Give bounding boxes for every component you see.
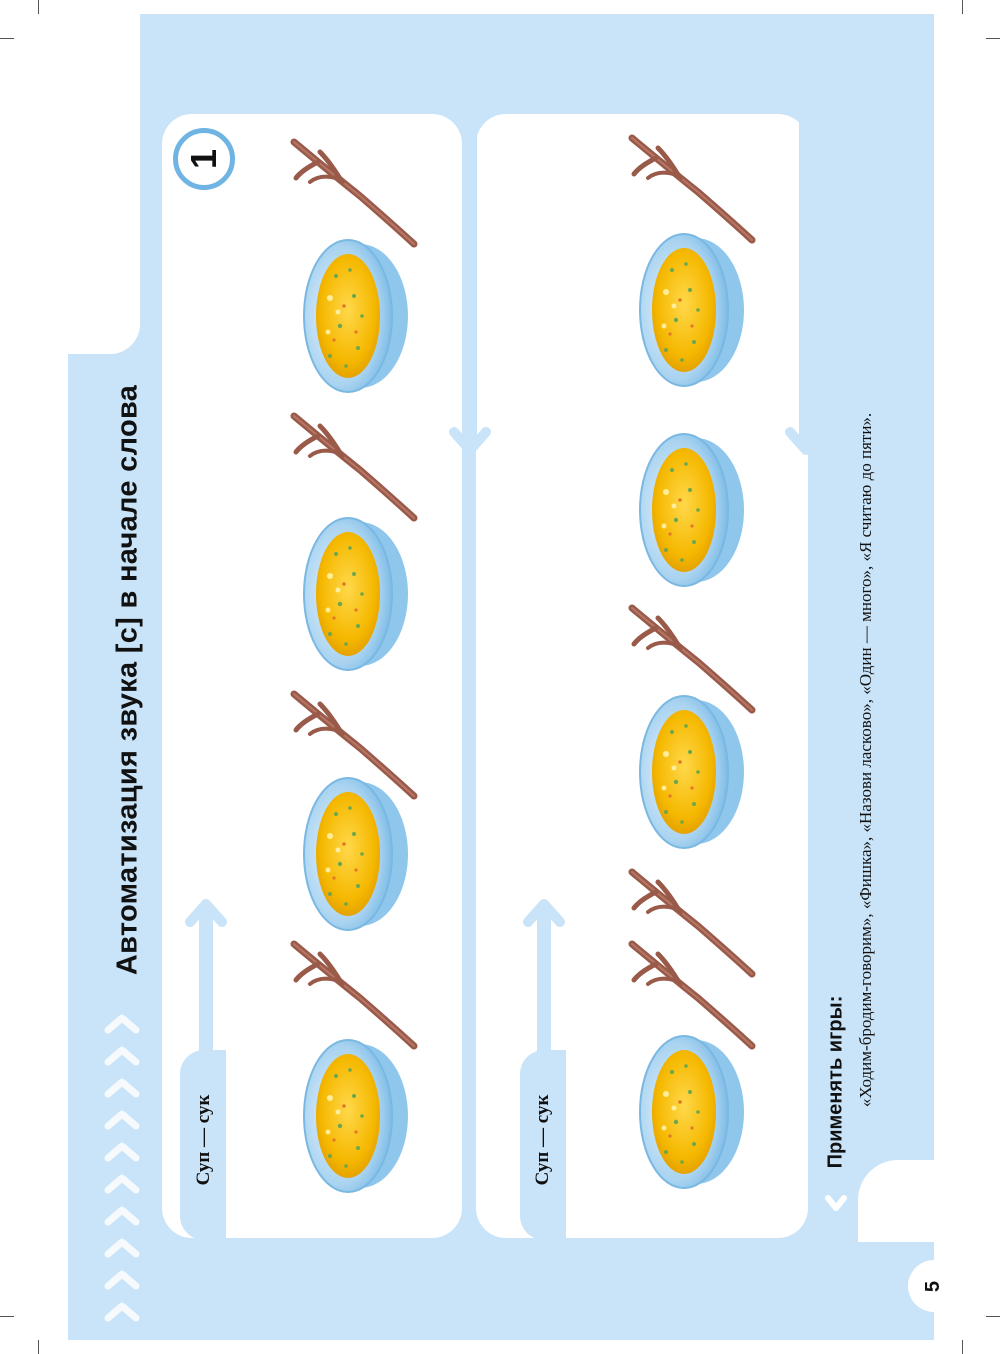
chevron-up-icon (104, 1174, 140, 1194)
arrow-down-icon (785, 114, 827, 455)
arrow-up-icon (523, 899, 565, 1056)
twig-icon (290, 132, 420, 250)
chevron-up-icon (104, 1046, 140, 1066)
crop-mark (0, 38, 14, 39)
chevron-up-icon (104, 1238, 140, 1258)
soup-bowl-icon (639, 233, 745, 387)
crop-mark (986, 1316, 1000, 1317)
exercise-number-badge: 1 (173, 128, 235, 190)
chevron-up-icon (104, 1142, 140, 1162)
soup-bowl-icon (639, 695, 745, 849)
twig-icon (628, 128, 758, 246)
chevron-up-icon (104, 1302, 140, 1322)
page-corner-notch (68, 14, 140, 354)
page-corner (858, 1160, 934, 1242)
chevron-column (104, 1014, 140, 1322)
crop-mark (986, 38, 1000, 39)
soup-bowl-icon (639, 1035, 745, 1189)
chevron-up-icon (104, 1270, 140, 1290)
soup-bowl-icon (303, 517, 409, 671)
soup-bowl-icon (303, 239, 409, 393)
crop-mark (962, 1340, 963, 1354)
row-label-tab (520, 1050, 566, 1240)
chevron-up-icon (104, 1110, 140, 1130)
chevron-up-icon (104, 1206, 140, 1226)
arrow-down-icon (449, 114, 491, 455)
soup-bowl-icon (639, 433, 745, 587)
soup-bowl-icon (303, 1039, 409, 1193)
crop-mark (0, 1316, 14, 1317)
chevron-down-icon (825, 1195, 847, 1211)
crop-mark (38, 0, 39, 14)
row-label-tab (180, 1050, 226, 1240)
crop-mark (38, 1340, 39, 1354)
arrow-up-icon (185, 899, 227, 1056)
twig-icon (290, 934, 420, 1052)
chevron-up-icon (104, 1014, 140, 1034)
soup-bowl-icon (303, 777, 409, 931)
chevron-up-icon (104, 1078, 140, 1098)
page-number: 5 (908, 1260, 960, 1312)
twig-icon (290, 406, 420, 524)
crop-mark (962, 0, 963, 14)
